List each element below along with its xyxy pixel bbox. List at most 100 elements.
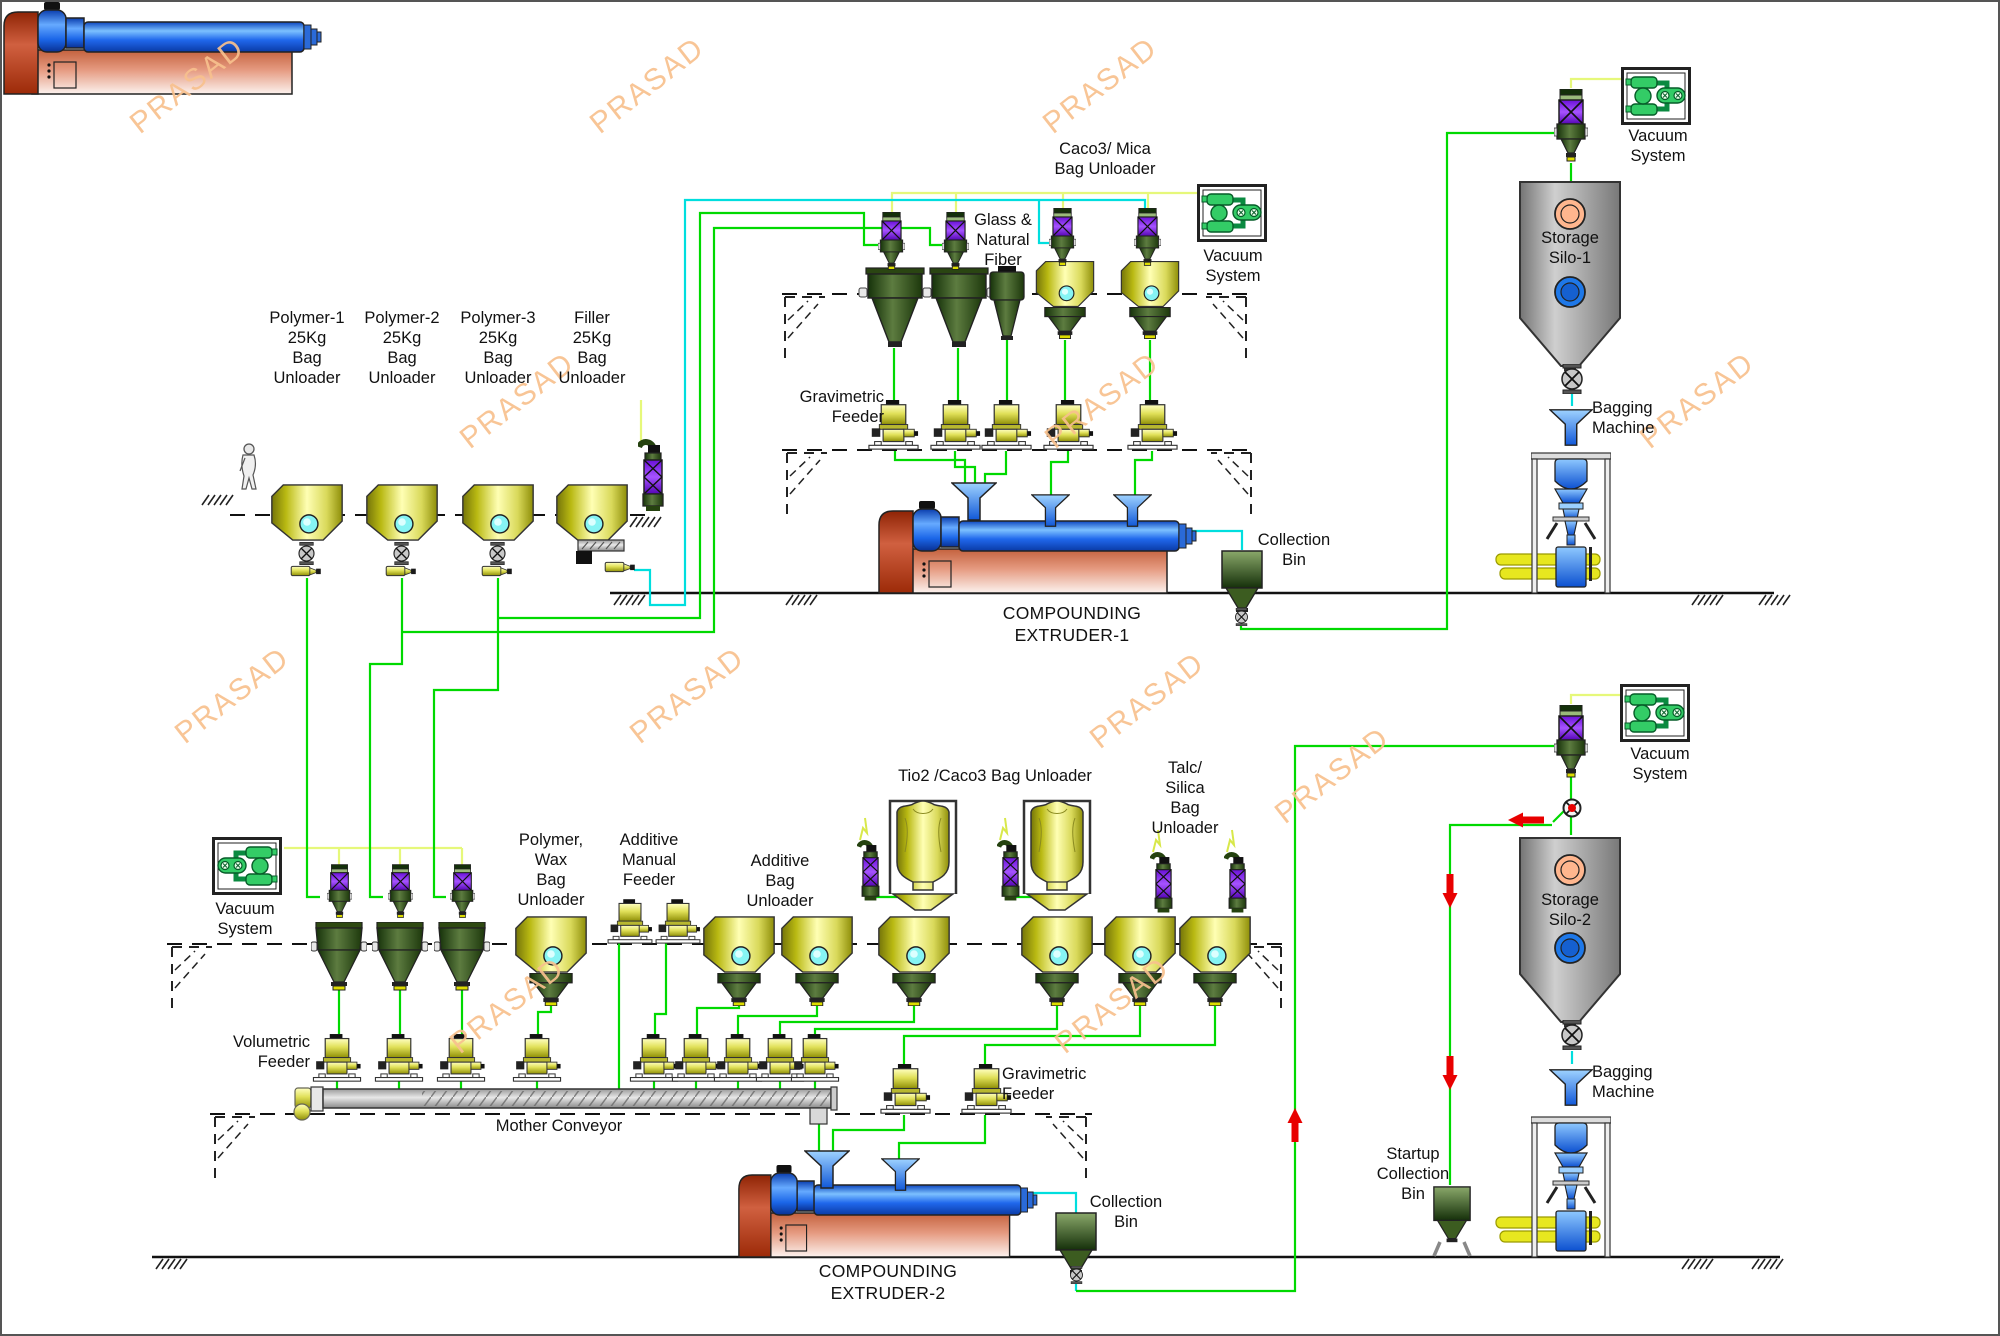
- additive-bag-unloader-1: [703, 916, 775, 1006]
- flow-arrow-down: [1442, 874, 1458, 908]
- ground-hatch: [201, 494, 234, 506]
- discharge-cone: [1035, 973, 1079, 1006]
- bin-vent-filter-icon: [1152, 855, 1172, 913]
- flow-arrow-left: [1508, 812, 1544, 828]
- storage-silo-1: [1519, 181, 1621, 372]
- eductor-icon: [290, 565, 322, 577]
- rotary-valve-icon: [1561, 1020, 1583, 1050]
- rotary-valve-icon: [489, 542, 506, 565]
- eductor-icon: [481, 565, 513, 577]
- polymer-1-bag-unloader: [271, 484, 343, 577]
- compounding-extruder: [3, 2, 322, 95]
- eductor-icon: [604, 561, 636, 573]
- platform-bracket: [214, 1116, 256, 1181]
- discharge-cone: [1129, 307, 1171, 339]
- bagging-funnel: [1549, 408, 1593, 447]
- volumetric-feeder: [374, 1034, 424, 1082]
- volumetric-feeder: [512, 1034, 562, 1082]
- platform-bracket: [171, 946, 213, 1011]
- gravimetric-feeder: [930, 400, 981, 450]
- volumetric-feeder: [790, 1034, 840, 1082]
- operator-person-icon: [239, 443, 257, 490]
- ground-hatch: [1681, 1258, 1714, 1270]
- gravimetric-feeder: [1127, 400, 1178, 450]
- additive-bag-unloader-2: [781, 916, 853, 1006]
- tio2-caco3-bag-unloader-1: [859, 799, 958, 1006]
- volumetric-feeder: [671, 1034, 721, 1082]
- platform-bracket: [786, 452, 828, 517]
- rotary-valve-icon: [393, 542, 410, 565]
- label-mother-conveyor: Mother Conveyor: [495, 1117, 623, 1135]
- platform-bracket: [1045, 1116, 1087, 1181]
- vent-stubs: [859, 817, 1236, 853]
- big-bag-frame: [1022, 799, 1092, 912]
- bagging-machine-2: [1495, 1115, 1611, 1259]
- green-conveying-lines: [305, 131, 1573, 1293]
- vacuum-system-icon: [1199, 186, 1266, 241]
- volumetric-feeder: [713, 1034, 763, 1082]
- ground-hatch: [613, 594, 646, 606]
- ground-hatch: [785, 594, 818, 606]
- bin-vent-filter-icon: [999, 843, 1019, 901]
- flow-arrow-up: [1287, 1108, 1303, 1142]
- glass-fiber-hopper: [989, 266, 1025, 340]
- volumetric-feeders-row: [312, 1034, 840, 1082]
- polymer-3-bag-unloader: [462, 484, 534, 577]
- mother-conveyor: [293, 1086, 838, 1125]
- vacuum-receiver-icon: [388, 864, 413, 919]
- polymer-2-bag-unloader: [366, 484, 438, 577]
- vacuum-receiver-icon: [878, 212, 905, 271]
- gravimetric-feeders-extruder-1: [868, 400, 1178, 450]
- vacuum-system-icon: [1623, 69, 1690, 124]
- ground-hatch: [1691, 594, 1724, 606]
- gravimetric-feeder: [981, 400, 1032, 450]
- rotary-valve-icon: [298, 542, 315, 565]
- conveyor-discharge-chute: [809, 1107, 828, 1125]
- flow-direction-arrows: [1287, 812, 1544, 1142]
- bagging-machine-1: [1495, 451, 1611, 595]
- cone-hopper: [372, 922, 428, 991]
- label-tio2-caco3: Tio2 /Caco3 Bag Unloader: [898, 767, 1092, 785]
- vacuum-system-icon: [214, 839, 281, 894]
- talc-silica-bag-unloader-2: [1179, 855, 1251, 1006]
- storage-silo-2: [1519, 837, 1621, 1028]
- discharge-cone: [1193, 973, 1237, 1006]
- compounding-extruder-1: [878, 500, 1197, 594]
- gravimetric-feeder: [880, 1064, 931, 1114]
- flow-arrow-down: [1442, 1056, 1458, 1090]
- top-middle-receiver-hopper-1: [858, 267, 932, 347]
- extruder-feed-funnel: [951, 482, 997, 521]
- filler-bag-unloader: [556, 442, 663, 573]
- caco3-mica-bag-unloader-1: [1035, 260, 1095, 339]
- cone-hopper: [434, 922, 490, 991]
- vacuum-lines: [284, 77, 1622, 866]
- volumetric-feeder: [312, 1034, 362, 1082]
- startup-collection-bin: [1432, 1186, 1472, 1257]
- big-bag-frame: [888, 799, 958, 912]
- rotary-valve-icon: [1561, 364, 1583, 394]
- ground-hatch: [629, 516, 662, 528]
